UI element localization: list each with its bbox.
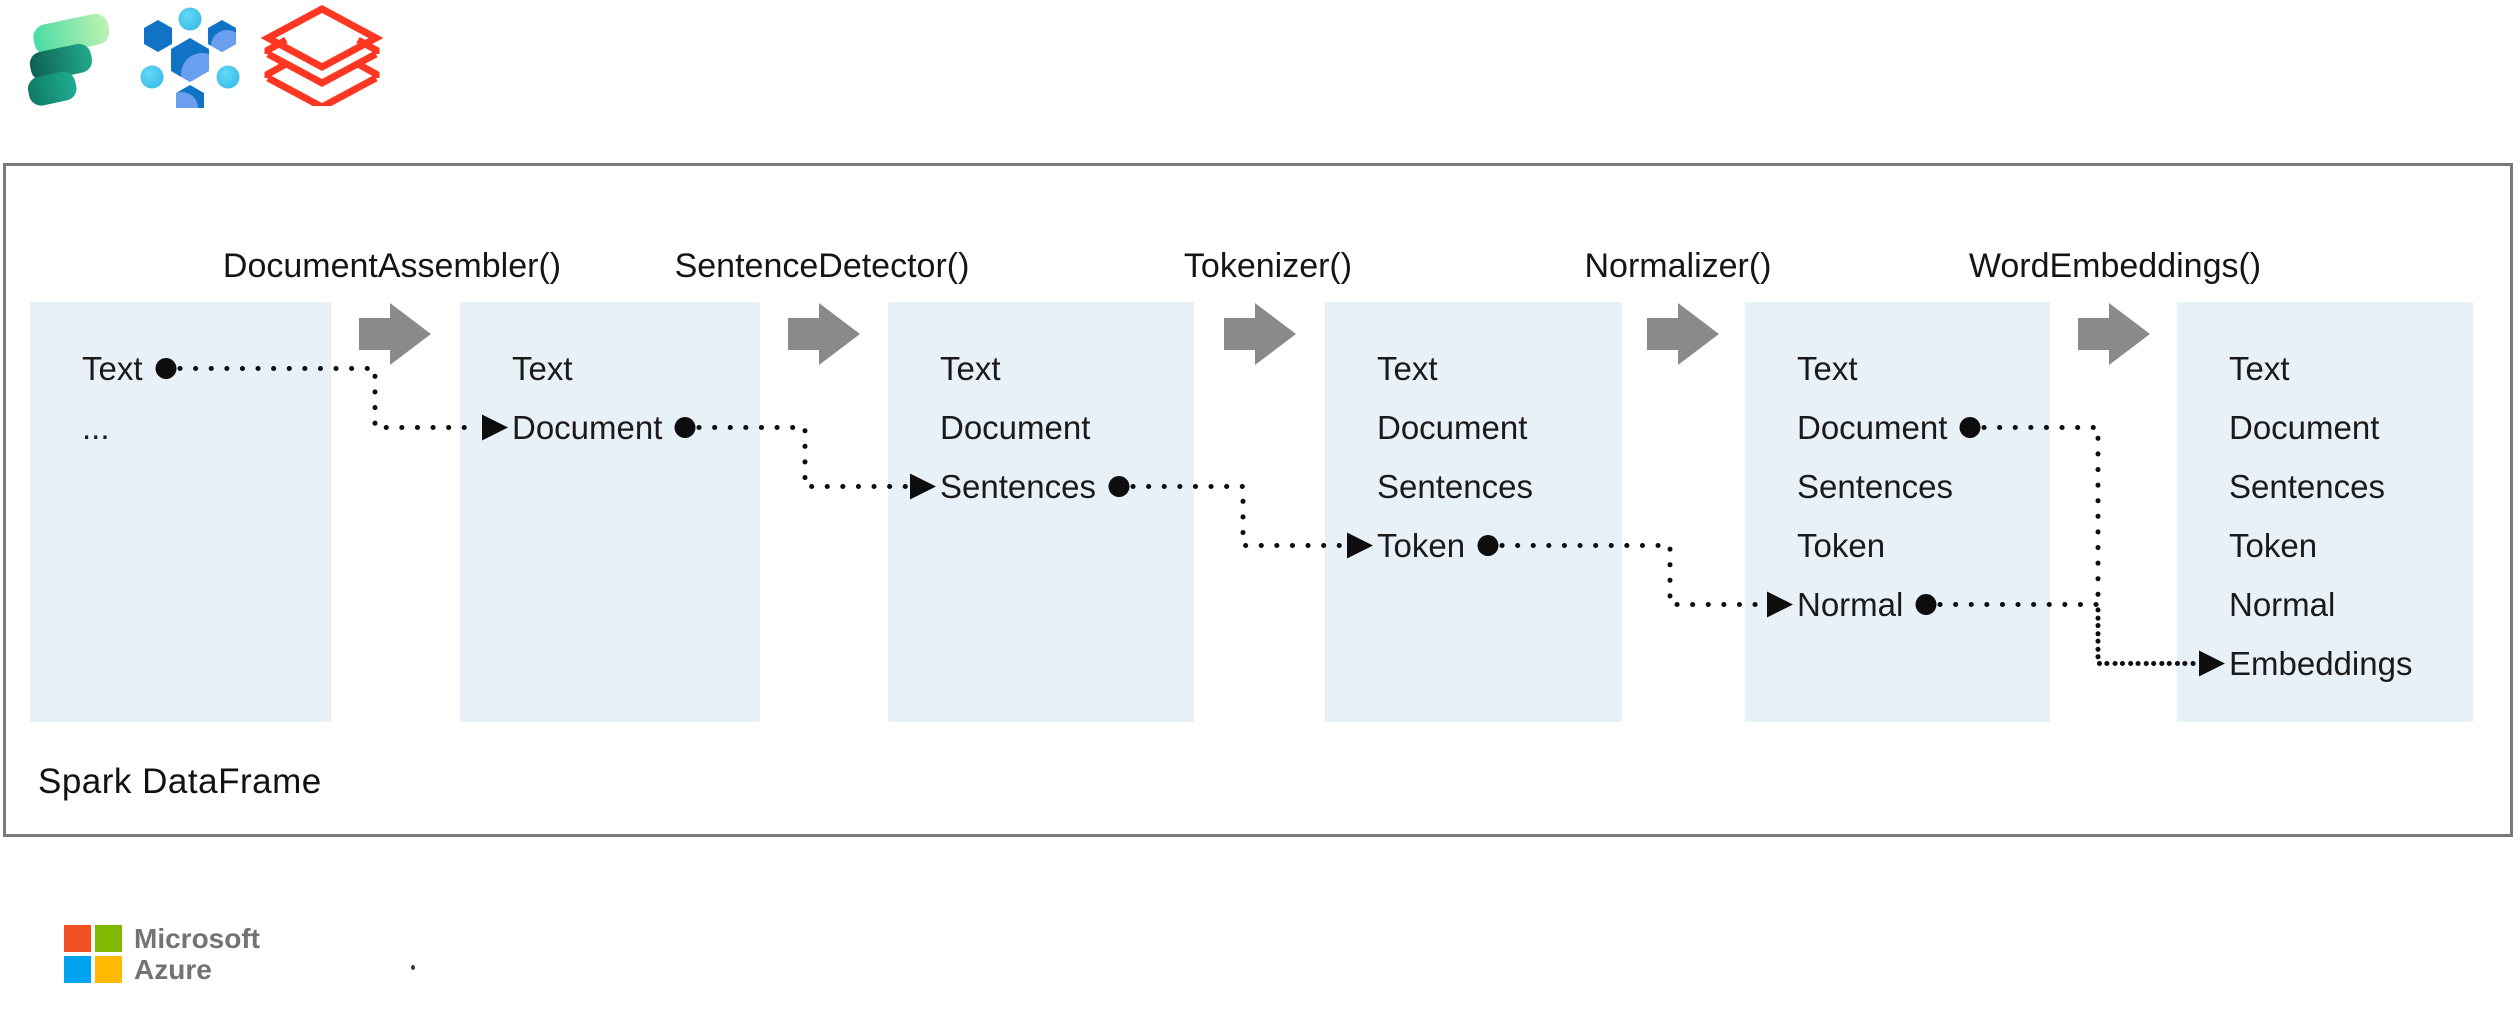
microsoft-squares-icon — [64, 925, 122, 983]
column-row: Sentences — [1325, 457, 1622, 516]
row-label: Text — [2229, 349, 2290, 387]
row-label: Document — [2229, 408, 2380, 446]
azure-wordmark-line2: Azure — [134, 954, 212, 985]
databricks-layer-mid — [264, 36, 380, 87]
row-label: Document — [1377, 408, 1528, 446]
column-row: Normal — [1745, 575, 2050, 634]
ms-square-green — [95, 925, 122, 952]
row-label: Document — [1797, 408, 1948, 446]
column-row: Text — [460, 339, 760, 398]
column-row: Text — [2177, 339, 2473, 398]
column-row: Text — [1745, 339, 2050, 398]
stage-label-wordembeddings: WordEmbeddings() — [1968, 247, 2262, 285]
ms-square-blue — [64, 956, 91, 983]
column-row: Token — [1745, 516, 2050, 575]
row-label: Token — [1377, 526, 1466, 564]
column-row: Token — [1325, 516, 1622, 575]
column-row: Text — [888, 339, 1194, 398]
row-label: ... — [82, 408, 110, 446]
column-row: Document — [1325, 398, 1622, 457]
hex-upper-right-highlight — [211, 30, 236, 52]
row-label: Text — [1377, 349, 1438, 387]
azure-wordmark-line1: Microsoft — [134, 923, 260, 954]
row-label: Sentences — [2229, 467, 2385, 505]
stage-label-sentencedetector: SentenceDetector() — [674, 247, 970, 285]
column-row: Document — [888, 398, 1194, 457]
row-label: Normal — [1797, 585, 1904, 623]
stage-label-normalizer: Normalizer() — [1584, 247, 1772, 285]
node-left-circle — [140, 65, 164, 89]
column-row: Sentences — [888, 457, 1194, 516]
row-label: Embeddings — [2229, 644, 2413, 682]
column-row: Normal — [2177, 575, 2473, 634]
fabric-middle-band — [29, 43, 93, 81]
microsoft-azure-logo: Microsoft Azure — [64, 922, 260, 985]
row-label: Token — [1797, 526, 1886, 564]
dataframe-column-1: Text... — [30, 302, 331, 722]
row-label: Document — [512, 408, 663, 446]
hex-center-highlight — [181, 53, 209, 82]
stage-label-tokenizer: Tokenizer() — [1183, 247, 1353, 285]
row-label: Document — [940, 408, 1091, 446]
azure-wordmark: Microsoft Azure — [134, 922, 260, 985]
row-label: Text — [940, 349, 1001, 387]
column-row: Embeddings — [2177, 634, 2473, 693]
row-label: Sentences — [940, 467, 1096, 505]
ms-square-yellow — [95, 956, 122, 983]
row-label: Text — [82, 349, 143, 387]
node-right-circle — [216, 65, 240, 89]
fabric-bottom-band — [27, 71, 77, 106]
row-label: Token — [2229, 526, 2318, 564]
column-row: Text — [1325, 339, 1622, 398]
column-row: Sentences — [2177, 457, 2473, 516]
row-label: Sentences — [1797, 467, 1953, 505]
databricks-layer-top — [260, 5, 384, 71]
column-row: Text — [30, 339, 331, 398]
stage-label-documentassembler: DocumentAssembler() — [222, 247, 562, 285]
microsoft-fabric-logo — [27, 13, 110, 106]
column-row: Document — [2177, 398, 2473, 457]
row-label: Sentences — [1377, 467, 1533, 505]
column-row: ... — [30, 398, 331, 457]
spark-dataframe-caption: Spark DataFrame — [38, 762, 322, 801]
hex-upper-left — [144, 20, 172, 52]
column-row: Document — [1745, 398, 2050, 457]
row-label: Text — [1797, 349, 1858, 387]
stray-dot — [411, 965, 415, 970]
ms-square-red — [64, 925, 91, 952]
hex-bottom-highlight — [176, 92, 198, 108]
column-row: Token — [2177, 516, 2473, 575]
synapseml-logo — [140, 7, 240, 108]
row-label: Normal — [2229, 585, 2336, 623]
row-label: Text — [512, 349, 573, 387]
fabric-top-band — [33, 13, 110, 56]
databricks-logo — [260, 5, 384, 106]
databricks-layer-bottom — [264, 60, 380, 106]
node-top-circle — [178, 7, 202, 31]
column-row: Sentences — [1745, 457, 2050, 516]
column-row: Document — [460, 398, 760, 457]
